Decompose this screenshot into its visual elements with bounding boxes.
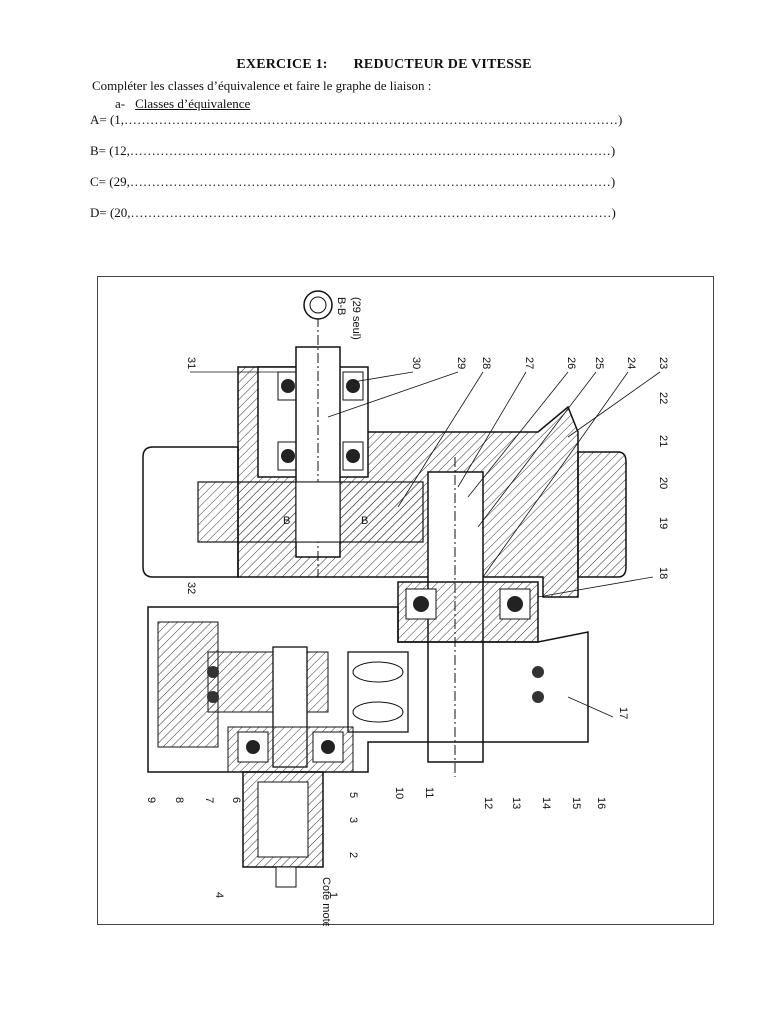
part-number: 22: [657, 392, 669, 404]
part-number: 2: [347, 852, 359, 858]
part-numbers: 31 30 29 28 27 26 25 24 23 22 21 20 19 1…: [145, 357, 669, 898]
part-number: 23: [657, 357, 669, 369]
part-number: 32: [185, 582, 197, 594]
part-number: 19: [657, 517, 669, 529]
leader-lines: [190, 371, 661, 718]
class-a-line: A= (1,……………………………………………………………………………………………: [90, 112, 623, 127]
exercise-subject: REDUCTEUR DE VITESSE: [353, 57, 532, 72]
part-number: 7: [203, 797, 215, 803]
section-label: B-B: [335, 297, 347, 315]
part-number: 28: [480, 357, 492, 369]
cut-marker: B: [283, 515, 290, 527]
part-number: 1: [327, 892, 339, 898]
part-number: 29: [455, 357, 467, 369]
section-a-heading: a- Classes d’équivalence: [115, 96, 250, 112]
part-number: 31: [185, 357, 197, 369]
instruction-text: Compléter les classes d’équivalence et f…: [92, 78, 432, 93]
part-number: 25: [593, 357, 605, 369]
part-number: 5: [347, 792, 359, 798]
part-number: 24: [625, 357, 637, 369]
part-number: 8: [173, 797, 185, 803]
part-number: 14: [540, 797, 552, 809]
part-number: 9: [145, 797, 157, 803]
section-a-marker: a-: [115, 96, 126, 111]
part-number: 6: [230, 797, 242, 803]
part-number: 21: [657, 435, 669, 447]
worm-gear: [347, 651, 409, 733]
part-number: 17: [617, 707, 629, 719]
technical-drawing: B-B (29 seul) Coté moteu 31 30 29 28: [142, 290, 669, 926]
part-number: 3: [347, 817, 359, 823]
motor-side-label: Coté moteu: [320, 877, 332, 926]
section-note: (29 seul): [350, 297, 362, 340]
class-b-line: B= (12,…………………………………………………………………………………………: [90, 143, 616, 158]
part-number: 30: [410, 357, 422, 369]
part-number: 12: [482, 797, 494, 809]
part-number: 13: [510, 797, 522, 809]
reducer-drawing: B-B (29 seul) Coté moteu 31 30 29 28: [97, 276, 714, 926]
part-number: 15: [570, 797, 582, 809]
part-number: 10: [393, 787, 405, 799]
part-number: 11: [423, 787, 435, 798]
class-d-line: D= (20,…………………………………………………………………………………………: [90, 205, 616, 220]
part-number: 18: [657, 567, 669, 579]
part-number: 20: [657, 477, 669, 489]
exercise-title: EXERCICE 1: REDUCTEUR DE VITESSE: [0, 57, 768, 73]
exercise-number: EXERCICE 1:: [236, 57, 328, 72]
cut-marker: B: [361, 515, 368, 527]
section-a-label: Classes d’équivalence: [135, 96, 251, 111]
part-number: 4: [213, 892, 225, 898]
part-number: 16: [595, 797, 607, 809]
class-c-line: C= (29,…………………………………………………………………………………………: [90, 174, 616, 189]
upper-cover: [142, 446, 239, 578]
right-cover: [577, 451, 627, 578]
part-number: 27: [523, 357, 535, 369]
section-b-b-view: [303, 290, 333, 320]
part-number: 26: [565, 357, 577, 369]
